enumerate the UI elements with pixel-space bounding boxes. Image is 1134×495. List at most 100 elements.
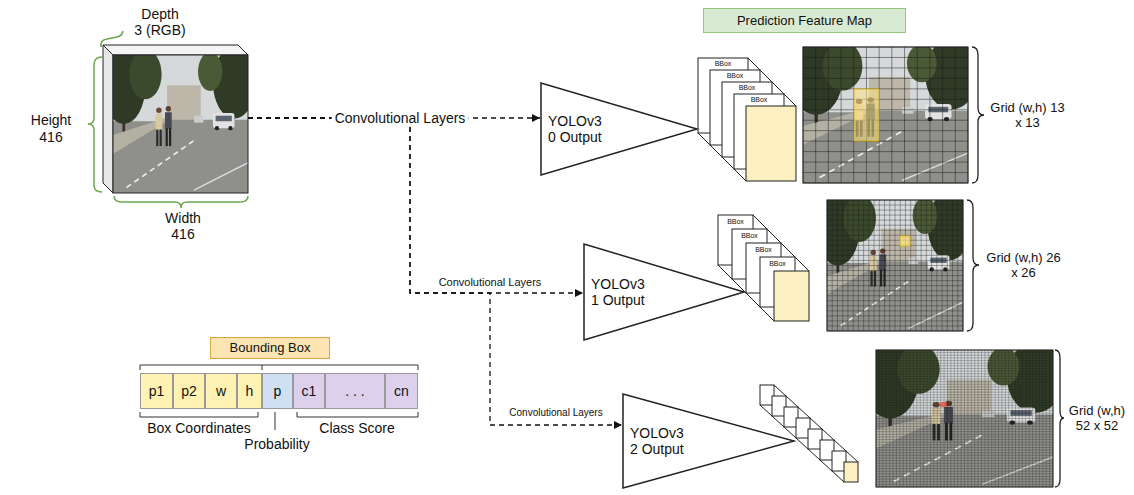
bbox-label: BBox: [741, 230, 758, 242]
title-box: Prediction Feature Map: [703, 8, 906, 33]
grid-line: [876, 429, 1053, 430]
box-label: p2: [181, 383, 197, 400]
cube-edge: [760, 385, 844, 462]
dimension-label: 3 (RGB): [134, 22, 185, 38]
edge-label: Convolutional Layers: [332, 110, 469, 127]
grid-line: [876, 439, 1053, 440]
grid-line: [803, 141, 968, 142]
grid-line: [876, 452, 1053, 453]
vector-cell: cn: [385, 373, 418, 409]
grid-line: [876, 360, 1053, 361]
grid-line: [827, 205, 963, 206]
grid-line: [827, 275, 963, 276]
grid-line: [876, 381, 1053, 382]
span-label: Probability: [244, 436, 309, 452]
detection-cell: [854, 89, 879, 141]
grid-line: [876, 394, 1053, 395]
grid-line: [827, 265, 963, 266]
grid-line: [827, 310, 963, 311]
feature-cube: [760, 385, 858, 482]
grid-line: [876, 463, 1053, 464]
grid-line: [827, 250, 963, 251]
grid-brace: [967, 200, 979, 331]
grid-line: [876, 410, 1053, 411]
grid-line: [827, 225, 963, 226]
yolo-output-head: YOLOv3 1 Output: [583, 243, 745, 341]
grid-line: [876, 352, 1053, 353]
grid-line: [876, 481, 1053, 482]
grid-line: [876, 455, 1053, 456]
grid-line: [827, 220, 963, 221]
grid-line: [803, 88, 968, 89]
detection-cell: [940, 402, 947, 407]
vector-cell: p1: [140, 373, 173, 409]
bbox-label: BBox: [727, 71, 744, 81]
grid-frame: [827, 200, 963, 331]
height-brace: [88, 57, 102, 192]
head-label: YOLOv3 2 Output: [630, 425, 692, 457]
box-label: c1: [302, 383, 317, 400]
grid-size-label: Grid (w,h) 52 x 52: [1066, 403, 1128, 433]
grid-line: [891, 47, 892, 183]
grid-line: [876, 415, 1053, 416]
grid-line: [827, 285, 963, 286]
grid-line: [828, 47, 829, 183]
dimension-label: Depth: [141, 6, 178, 22]
yolo-output-head: YOLOv3 2 Output: [622, 393, 795, 489]
grid-line: [876, 476, 1053, 477]
feature-cube: [718, 215, 809, 321]
grid-line: [827, 320, 963, 321]
grid-line: [803, 57, 968, 58]
grid-line: [876, 473, 1053, 474]
grid-line: [955, 47, 956, 183]
grid-line: [876, 450, 1053, 451]
cube-front: [774, 271, 809, 321]
grid-line: [827, 260, 963, 261]
box-label: . . .: [345, 383, 364, 400]
detection-cell: [900, 236, 910, 246]
bounding-box-title: Bounding Box: [210, 337, 330, 359]
grid-line: [876, 397, 1053, 398]
box-label: p: [274, 383, 282, 400]
grid-line: [929, 47, 930, 183]
grid-line: [827, 245, 963, 246]
cube-edge: [774, 385, 858, 462]
bbox-label: BBox: [739, 83, 756, 93]
grid-line: [827, 280, 963, 281]
triangle-shape: [541, 83, 697, 175]
box-label: cn: [394, 383, 409, 400]
grid-line: [876, 384, 1053, 385]
grid-line: [876, 368, 1053, 369]
vector-cell: h: [237, 373, 262, 409]
feature-cubes: [698, 58, 858, 482]
grid-line: [827, 305, 963, 306]
span-label: Box Coordinates: [147, 420, 251, 436]
dashed-arrow: [248, 118, 583, 293]
box-label: Bounding Box: [230, 340, 311, 356]
grid-line: [876, 400, 1053, 401]
input-image: Depth3 (RGB)Height416Width416: [103, 45, 248, 193]
grid-line: [876, 421, 1053, 422]
grid-line: [876, 371, 1053, 372]
grid-photo: [790, 39, 978, 183]
grid-line: [803, 162, 968, 163]
span-line: [140, 365, 418, 370]
edge-label: Convolutional Layers: [436, 276, 545, 289]
grid-line: [876, 465, 1053, 466]
grid-line: [827, 300, 963, 301]
grid-line: [827, 210, 963, 211]
bbox-label: BBox: [727, 216, 744, 228]
grid-line: [876, 426, 1053, 427]
grid-line: [803, 67, 968, 68]
triangle-shape: [623, 394, 794, 488]
grid-line: [876, 389, 1053, 390]
vector-cell: c1: [293, 373, 325, 409]
vector-cell: w: [205, 373, 237, 409]
dimension-label: 416: [171, 226, 194, 242]
bbox-label: BBox: [751, 95, 768, 105]
grid-line: [876, 442, 1053, 443]
grid-line: [876, 376, 1053, 377]
grid-line: [876, 423, 1053, 424]
grid-line: [827, 295, 963, 296]
